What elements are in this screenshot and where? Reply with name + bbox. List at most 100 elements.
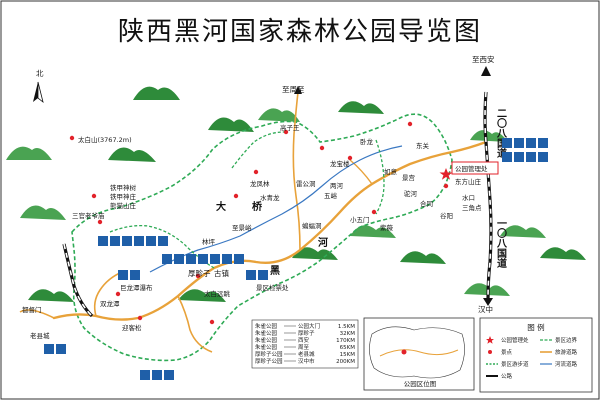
legend-item: 旅游道路 — [540, 348, 578, 356]
label-guanli: 公园管理处 — [455, 164, 488, 173]
label-hetong: 合同 — [420, 199, 433, 208]
distance-value: 32KM — [340, 331, 356, 337]
label-da: 大 — [216, 200, 226, 213]
mountain-icon — [258, 108, 300, 122]
label-guanli2: 东方山庄 — [455, 177, 482, 186]
label-hanzhong: 汉中 — [478, 304, 493, 314]
label-linping: 林坪 — [202, 237, 216, 246]
star-icon — [486, 336, 494, 344]
label-tiejia3: 熊猫山庄 — [110, 201, 137, 210]
distance-to: 公园大门 — [298, 322, 320, 330]
label-xiaowu: 小五门 — [350, 215, 370, 224]
mountain-icon — [108, 147, 156, 162]
label-guyang: 谷阳 — [440, 211, 453, 220]
label-qiao: 桥 — [252, 200, 263, 213]
distance-to: 老县城 — [298, 350, 315, 358]
star-icon — [439, 168, 453, 180]
label-duyang: 都督门 — [22, 305, 42, 314]
distance-to: 西安 — [298, 336, 310, 344]
distance-from: 朱雀公园 — [255, 336, 278, 344]
label-sanjiaodian: 三角点 — [462, 203, 482, 212]
label-jinggou: 景区检票处 — [256, 283, 289, 292]
mountain-icon — [178, 289, 226, 302]
main-road — [52, 140, 488, 321]
trail — [375, 139, 385, 215]
distance-from: 朱雀公园 — [255, 343, 278, 351]
legend-item: 景点 — [488, 349, 513, 356]
mountain-icon — [470, 130, 508, 142]
distance-from: 厚畛子公园 — [255, 357, 283, 365]
label-tahe: 驼河 — [404, 189, 418, 198]
distance-to: 周至 — [298, 344, 310, 351]
north-arrow-icon: 北 — [33, 69, 44, 104]
label-zhibaian: 至景峪 — [232, 223, 252, 232]
mountain-icon — [208, 117, 254, 132]
mountain-icon — [338, 101, 384, 114]
label-juzhu: 巨龙潭瀑布 — [120, 283, 153, 292]
mountain-icon — [540, 247, 586, 260]
trail — [231, 131, 285, 169]
mountain-icon — [20, 205, 66, 220]
distance-row: 厚畛子公园 老县城 15KM — [255, 350, 355, 358]
management-office-box — [451, 161, 499, 175]
distance-from: 朱雀公园 — [255, 322, 278, 330]
arrow-up-icon — [481, 66, 491, 76]
distance-to: 厚畛子 — [298, 329, 315, 337]
label-houzhen: 厚畛子 — [188, 268, 211, 278]
legend-item: 公园管理处 — [486, 336, 529, 344]
label-sanguan: 三官老爷庙 — [72, 211, 105, 220]
label-lixia: 两河 — [330, 182, 344, 190]
label-yinggou: 迎客松 — [122, 323, 142, 332]
distance-from: 厚畛子公园 — [255, 350, 283, 358]
facility-icons — [44, 138, 548, 380]
branch-road — [19, 309, 55, 319]
branch-road — [177, 295, 213, 353]
river — [149, 145, 403, 273]
legend-title: 图 例 — [527, 322, 544, 332]
label-laoxian: 老县城 — [30, 331, 50, 340]
mountain-icon — [28, 289, 74, 302]
legend-item: 景区边界 — [540, 336, 578, 344]
mountains — [6, 86, 586, 302]
label-longbao: 龙宝楼 — [330, 159, 350, 168]
label-gaowang: 高子王 — [280, 123, 300, 132]
label-shuiqing: 水青龙 — [260, 193, 280, 202]
label-taibai: 太白山(3767.2m) — [78, 135, 132, 144]
mountain-icon — [292, 247, 338, 260]
legend-label: 公园管理处 — [501, 336, 529, 344]
arrow-up-icon — [294, 86, 302, 94]
legend-label: 景区边界 — [555, 336, 578, 344]
distance-to: 汉中市 — [298, 357, 315, 365]
label-guzhen: 古镇 — [214, 268, 229, 278]
label-shanglin: 龙凤林 — [250, 179, 270, 188]
mountain-icon — [400, 251, 446, 264]
distance-value: 15KM — [340, 352, 356, 358]
legend-label: 景区游步道 — [501, 360, 529, 368]
branch-road — [93, 271, 123, 317]
inset-label: 公园区位图 — [404, 379, 437, 388]
label-weilong: 卧龙 — [360, 137, 374, 146]
map-title: 陕西黑河国家森林公园导览图 — [118, 17, 482, 47]
sight-points — [69, 121, 449, 325]
legend-label: 旅游道路 — [555, 348, 578, 356]
arrow-down-icon — [483, 298, 493, 306]
highway-108-left — [62, 243, 94, 318]
label-dongguan: 东关 — [416, 141, 430, 150]
mountain-icon — [500, 225, 546, 238]
legend-label: 河流道路 — [555, 360, 578, 368]
label-tiejia: 铁甲神树 — [110, 183, 137, 192]
trail — [109, 224, 215, 269]
branch-road — [349, 159, 373, 185]
legend-label: 公路 — [501, 372, 513, 380]
label-leigong: 雷公洞 — [296, 179, 316, 188]
legend-item: 公路 — [486, 372, 513, 380]
label-bashanfeng: 蝙蝠洞 — [302, 221, 322, 230]
legend-item: 河流道路 — [540, 360, 578, 368]
